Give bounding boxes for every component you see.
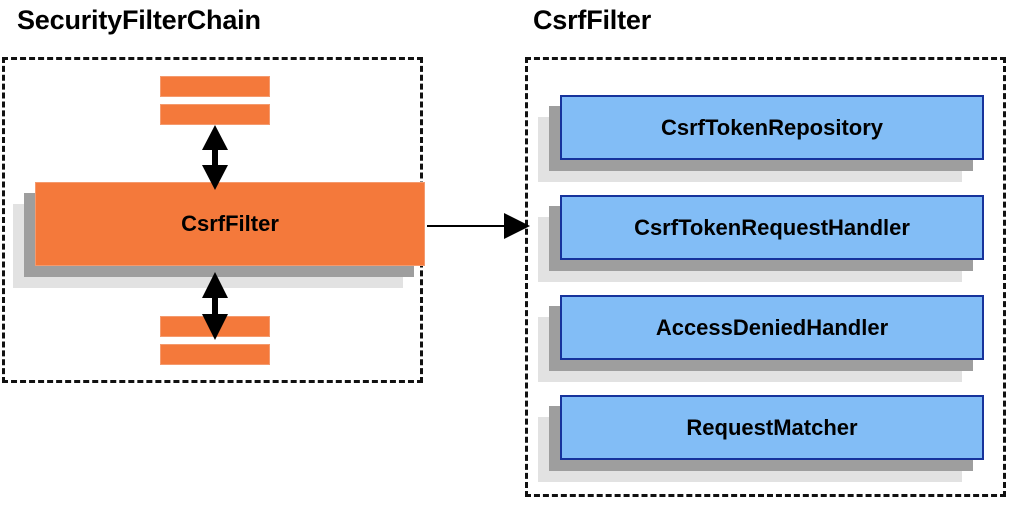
collaborator-label: RequestMatcher xyxy=(560,395,984,460)
csrffilter-box: CsrfFilter xyxy=(13,182,425,288)
filter-bar-lower-1 xyxy=(160,316,270,337)
collaborator-label: CsrfTokenRequestHandler xyxy=(560,195,984,260)
page-title-securityfilterchain: SecurityFilterChain xyxy=(17,5,261,35)
csrffilter-box-label: CsrfFilter xyxy=(35,182,425,266)
arrow-csrffilter-to-detail xyxy=(427,213,530,239)
page-title-csrffilter: CsrfFilter xyxy=(533,5,652,35)
filter-bar-upper-2 xyxy=(160,104,270,125)
collaborator-box-requestmatcher: RequestMatcher xyxy=(538,395,984,482)
collaborator-box-csrftokenrequesthandler: CsrfTokenRequestHandler xyxy=(538,195,984,282)
collaborator-box-csrftokenrepository: CsrfTokenRepository xyxy=(538,95,984,182)
collaborator-box-accessdeniedhandler: AccessDeniedHandler xyxy=(538,295,984,382)
collaborator-label: CsrfTokenRepository xyxy=(560,95,984,160)
collaborator-label: AccessDeniedHandler xyxy=(560,295,984,360)
csrffilter-detail-panel xyxy=(525,57,1006,497)
filter-bar-lower-2 xyxy=(160,344,270,365)
filter-bar-upper-1 xyxy=(160,76,270,97)
